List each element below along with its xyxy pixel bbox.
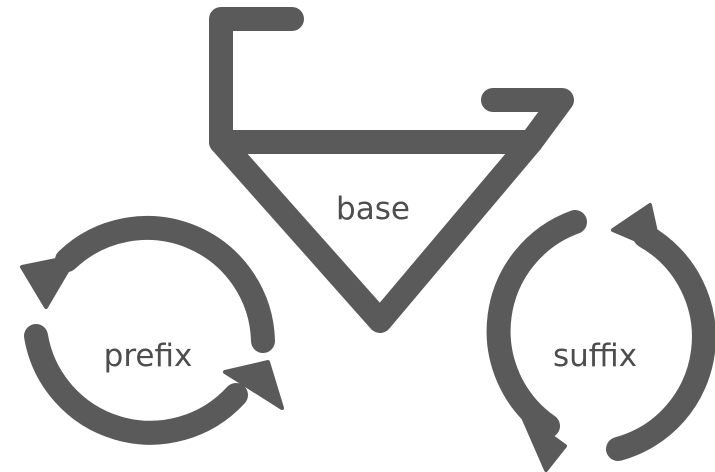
suffix-label: suffix <box>553 338 637 374</box>
prefix-arc-top <box>67 228 263 341</box>
prefix-wheel <box>22 228 282 433</box>
prefix-arrowhead-left <box>22 256 76 307</box>
handlebar-stroke <box>221 19 292 142</box>
base-label: base <box>336 191 410 227</box>
prefix-label: prefix <box>104 338 193 374</box>
suffix-arc-left <box>499 222 575 426</box>
frame-triangle <box>221 142 531 321</box>
